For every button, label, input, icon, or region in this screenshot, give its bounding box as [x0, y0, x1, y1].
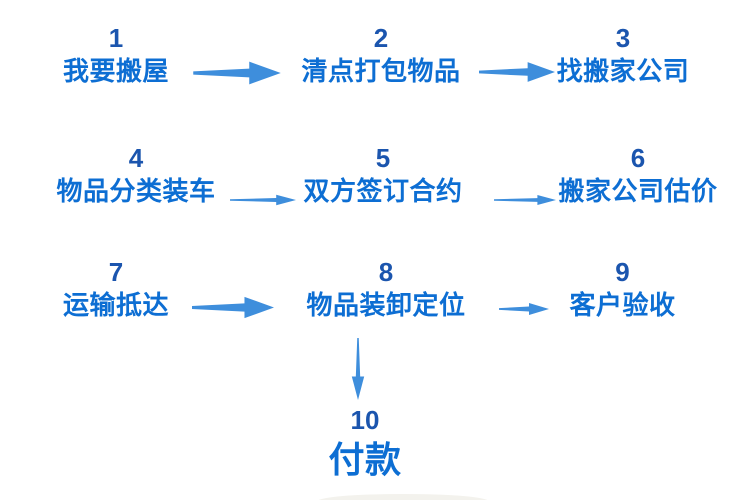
step-1: 1 我要搬屋 [55, 22, 177, 87]
arrow-shape [230, 194, 296, 206]
arrow-right-icon-1-2 [193, 61, 281, 85]
step-7-label: 运输抵达 [62, 290, 169, 320]
arrow-shape [351, 338, 365, 400]
step-5-number: 5 [375, 143, 391, 173]
step-8-number: 8 [378, 257, 394, 287]
step-1-label: 我要搬屋 [62, 56, 169, 86]
step-9-number: 9 [615, 257, 630, 287]
step-5: 5 双方签订合约 [303, 142, 463, 207]
arrow-right-icon-4-5 [230, 194, 296, 206]
arrow-right-icon-8-9 [499, 303, 549, 315]
step-3: 3 找搬家公司 [556, 22, 690, 87]
step-1-number: 1 [108, 23, 124, 53]
step-6: 6 搬家公司估价 [558, 142, 718, 207]
arrow-down-icon-8-10 [351, 338, 365, 400]
step-4-number: 4 [128, 143, 144, 173]
step-8-label: 物品装卸定位 [306, 290, 466, 320]
step-10: 10 付款 [300, 404, 430, 481]
step-3-number: 3 [615, 23, 631, 53]
step-8: 8 物品装卸定位 [306, 256, 466, 321]
arrow-right-icon-5-6 [494, 195, 556, 205]
step-10-label: 付款 [328, 439, 402, 480]
step-10-number: 10 [350, 405, 380, 435]
step-9: 9 客户验收 [560, 256, 685, 321]
arrow-right-icon-2-3 [479, 62, 555, 82]
cropped-bottom-graphic [318, 494, 488, 500]
arrow-shape [192, 296, 274, 319]
step-9-label: 客户验收 [569, 290, 676, 320]
step-2-label: 清点打包物品 [301, 56, 461, 86]
arrow-shape [479, 62, 555, 82]
arrow-shape [499, 303, 549, 315]
step-4-label: 物品分类装车 [56, 176, 216, 206]
step-2: 2 清点打包物品 [300, 22, 462, 87]
arrow-shape [193, 61, 281, 85]
step-7: 7 运输抵达 [55, 256, 177, 321]
step-2-number: 2 [373, 23, 389, 53]
step-5-label: 双方签订合约 [303, 176, 463, 206]
step-3-label: 找搬家公司 [556, 56, 690, 86]
step-6-number: 6 [630, 143, 646, 173]
step-4: 4 物品分类装车 [56, 142, 216, 207]
arrow-shape [494, 195, 556, 205]
step-6-label: 搬家公司估价 [558, 176, 718, 206]
step-7-number: 7 [108, 257, 124, 287]
arrow-right-icon-7-8 [192, 296, 274, 319]
